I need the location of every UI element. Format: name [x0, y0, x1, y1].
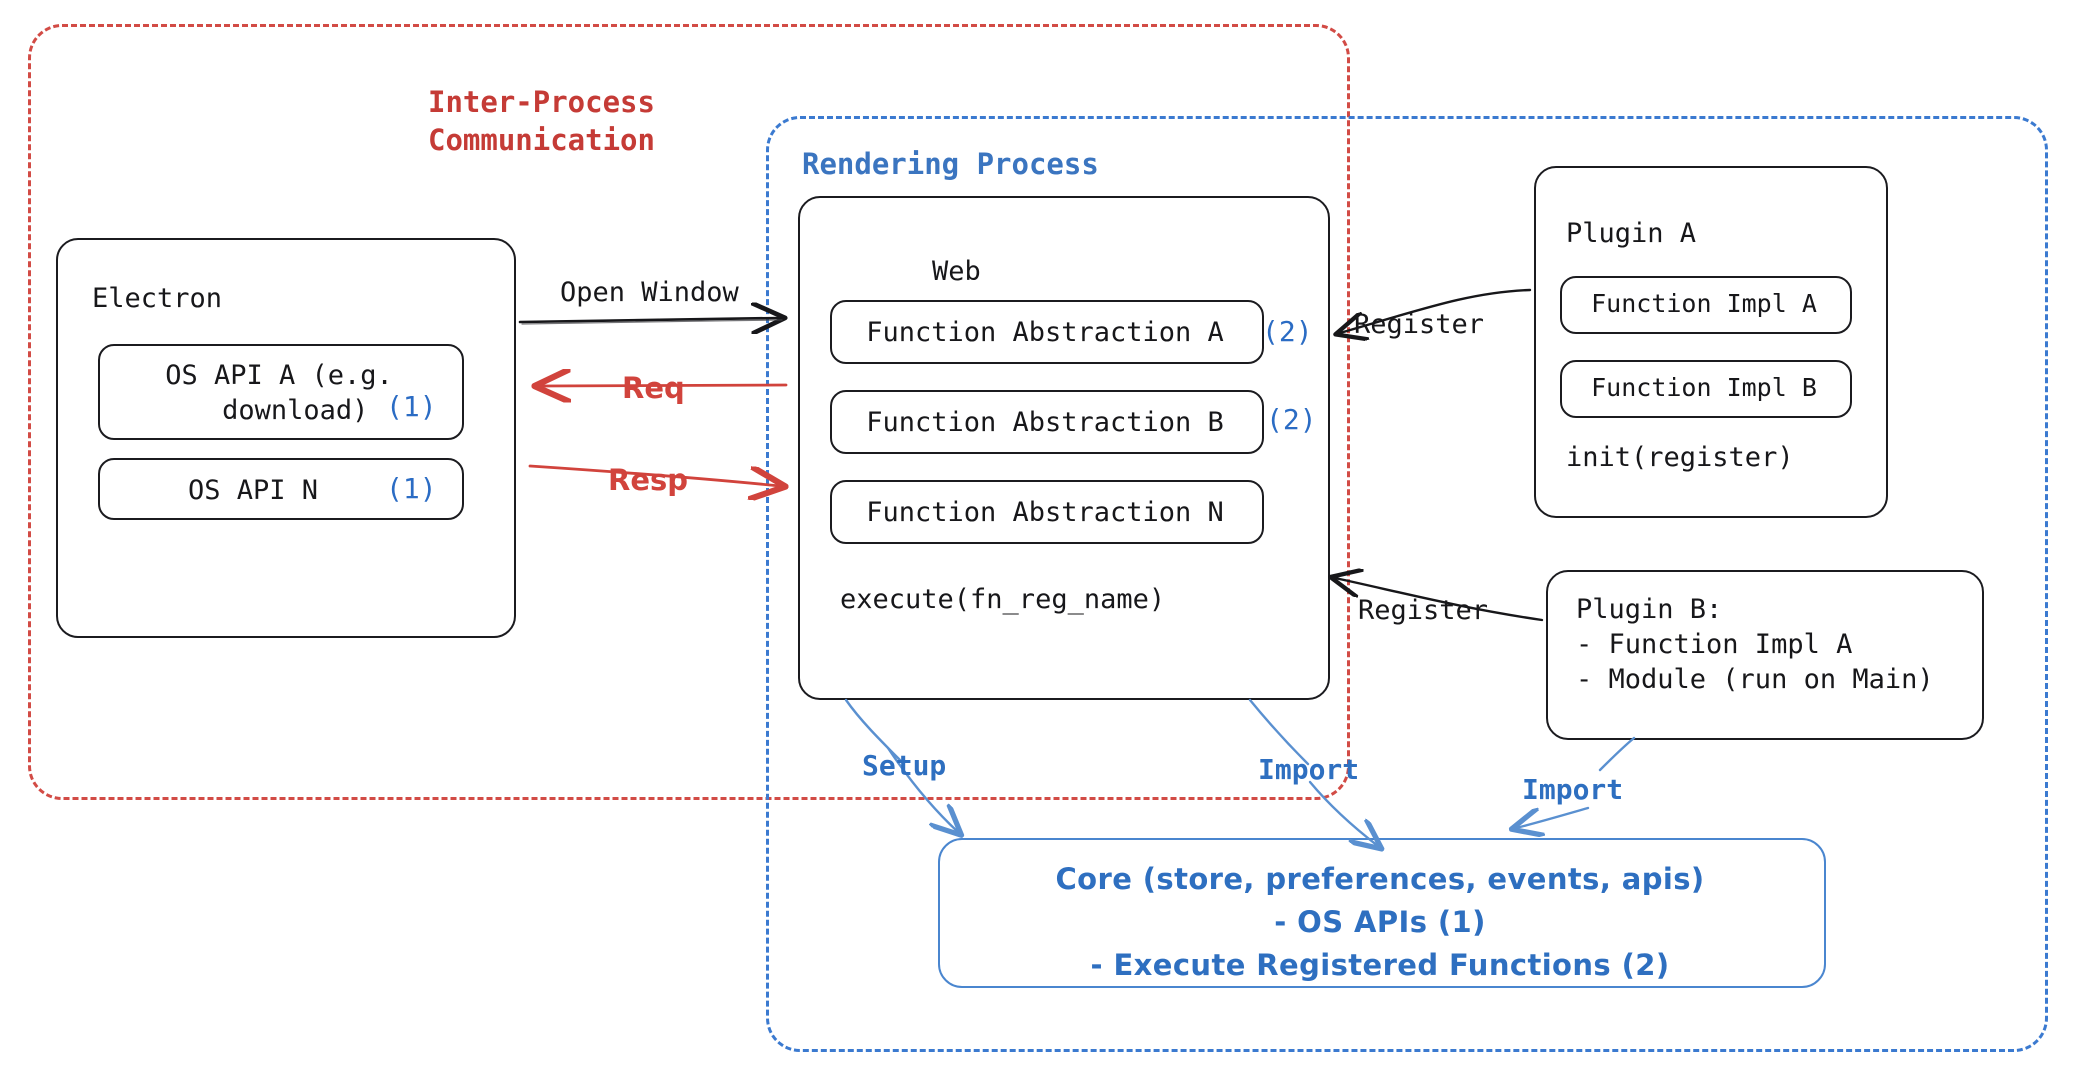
os-api-a-box[interactable] [98, 344, 464, 440]
plugin-a-box[interactable] [1534, 166, 1888, 518]
rendering-region-label: Rendering Process [802, 147, 1099, 181]
core-label: Core (store, preferences, events, apis) … [1055, 862, 1705, 982]
os-api-n-badge: (1) [386, 472, 437, 505]
arrow-label-import-plugin-b: Import [1522, 773, 1624, 806]
os-api-a-badge: (1) [386, 390, 437, 423]
os-api-n-box[interactable] [98, 458, 464, 520]
plugin-a-title: Plugin A [1566, 218, 1697, 249]
web-title: Web [932, 256, 981, 287]
web-execute-label: execute(fn_reg_name) [840, 584, 1166, 615]
plugin-a-function-impl-b-box[interactable] [1560, 360, 1852, 418]
arrow-label-setup: Setup [862, 749, 947, 782]
function-abstraction-n-label: Function Abstraction N [866, 497, 1224, 528]
core-box[interactable] [938, 838, 1826, 988]
function-abstraction-a-label: Function Abstraction A [866, 317, 1224, 348]
plugin-b-box[interactable] [1546, 570, 1984, 740]
function-abstraction-b-box[interactable] [830, 390, 1264, 454]
function-abstraction-a-box[interactable] [830, 300, 1264, 364]
arrow-label-register-a: Register [1354, 309, 1485, 340]
arrow-label-import-web: Import [1258, 753, 1360, 786]
function-abstraction-a-badge: (2) [1262, 315, 1313, 348]
arrow-label-register-b: Register [1358, 595, 1489, 626]
os-api-a-label: OS API A (e.g. download) [165, 360, 393, 427]
plugin-a-init-label: init(register) [1566, 442, 1794, 473]
arrow-label-req: Req [622, 371, 685, 405]
electron-title: Electron [92, 283, 223, 314]
arrow-label-open-window: Open Window [560, 277, 739, 308]
function-abstraction-b-label: Function Abstraction B [866, 407, 1224, 438]
function-abstraction-n-box[interactable] [830, 480, 1264, 544]
ipc-region-label: Inter-Process Communication [428, 85, 655, 157]
plugin-a-function-impl-b-label: Function Impl B [1591, 373, 1817, 402]
plugin-a-function-impl-a-label: Function Impl A [1591, 289, 1817, 318]
region-inter-process-communication [28, 24, 1350, 800]
plugin-b-label: Plugin B: - Function Impl A - Module (ru… [1576, 594, 1934, 696]
function-abstraction-b-badge: (2) [1266, 403, 1317, 436]
os-api-n-label: OS API N [187, 475, 319, 506]
plugin-a-function-impl-a-box[interactable] [1560, 276, 1852, 334]
arrow-label-resp: Resp [608, 463, 689, 497]
region-rendering-process [766, 116, 2048, 1052]
